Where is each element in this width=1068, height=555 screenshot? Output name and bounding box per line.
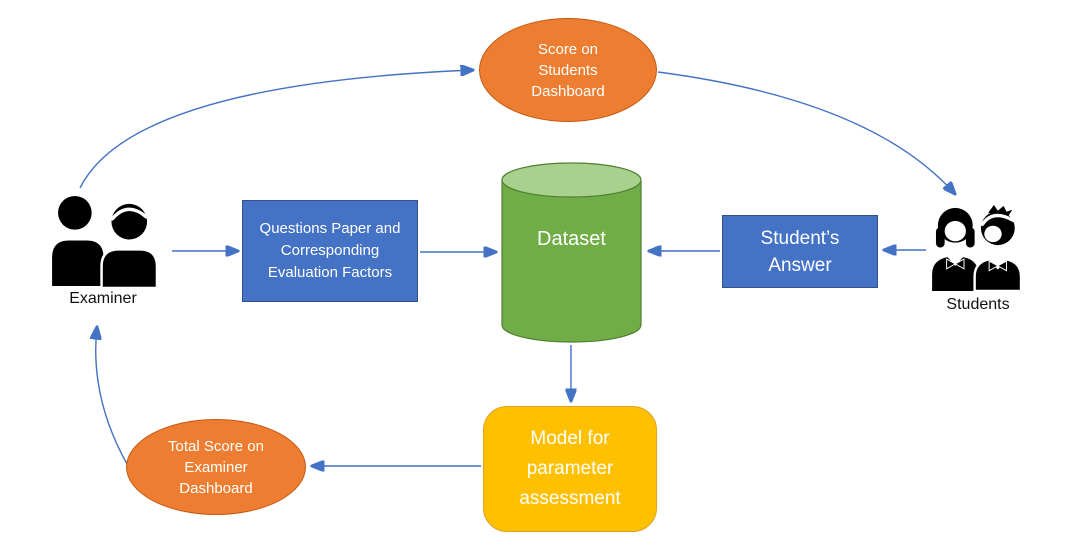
boy-hair-swoosh — [980, 213, 1015, 226]
students-people-icon — [932, 204, 1023, 293]
dataset-label: Dataset — [537, 228, 606, 250]
node-questions-paper: Questions Paper and Corresponding Evalua… — [242, 200, 418, 302]
examiner-front-person-body — [100, 248, 159, 290]
score-dashboard-label: Score on Students Dashboard — [531, 40, 605, 100]
node-dataset-cylinder: Dataset — [501, 162, 642, 343]
students-answer-label: Student’s Answer — [760, 227, 840, 276]
boy-body — [973, 257, 1023, 293]
examiner-label: Examiner — [69, 290, 137, 307]
node-students-answer: Student’s Answer — [722, 215, 878, 288]
examiner-people-icon — [52, 195, 159, 290]
edge-score-dashboard-to-students — [657, 71, 955, 194]
examiner-back-person-head — [58, 195, 92, 230]
node-model-parameter-assessment: Model for parameter assessment — [483, 406, 657, 532]
edge-examiner-to-score-dashboard — [79, 70, 473, 189]
model-label: Model for parameter assessment — [519, 428, 621, 509]
examiner-hair-swoosh — [110, 207, 148, 221]
node-total-score-examiner-dashboard: Total Score on Examiner Dashboard — [126, 419, 306, 515]
girl-hair-left — [935, 227, 945, 248]
girl-bow-tie — [946, 258, 965, 270]
students-label: Students — [946, 296, 1010, 313]
girl-face — [944, 220, 966, 242]
boy-bow-tie — [988, 260, 1008, 272]
girl-body — [932, 257, 979, 291]
boy-face — [984, 225, 1002, 243]
database-cylinder-icon — [501, 162, 642, 343]
cylinder-body — [501, 180, 642, 343]
questions-paper-label: Questions Paper and Corresponding Evalua… — [259, 220, 401, 281]
examiner-back-person-body — [52, 240, 104, 287]
total-score-label: Total Score on Examiner Dashboard — [168, 437, 264, 497]
node-score-on-students-dashboard: Score on Students Dashboard — [479, 18, 657, 122]
cylinder-top — [501, 162, 642, 198]
girl-hair-right — [965, 227, 975, 248]
edge-total-score-to-examiner — [96, 327, 132, 472]
